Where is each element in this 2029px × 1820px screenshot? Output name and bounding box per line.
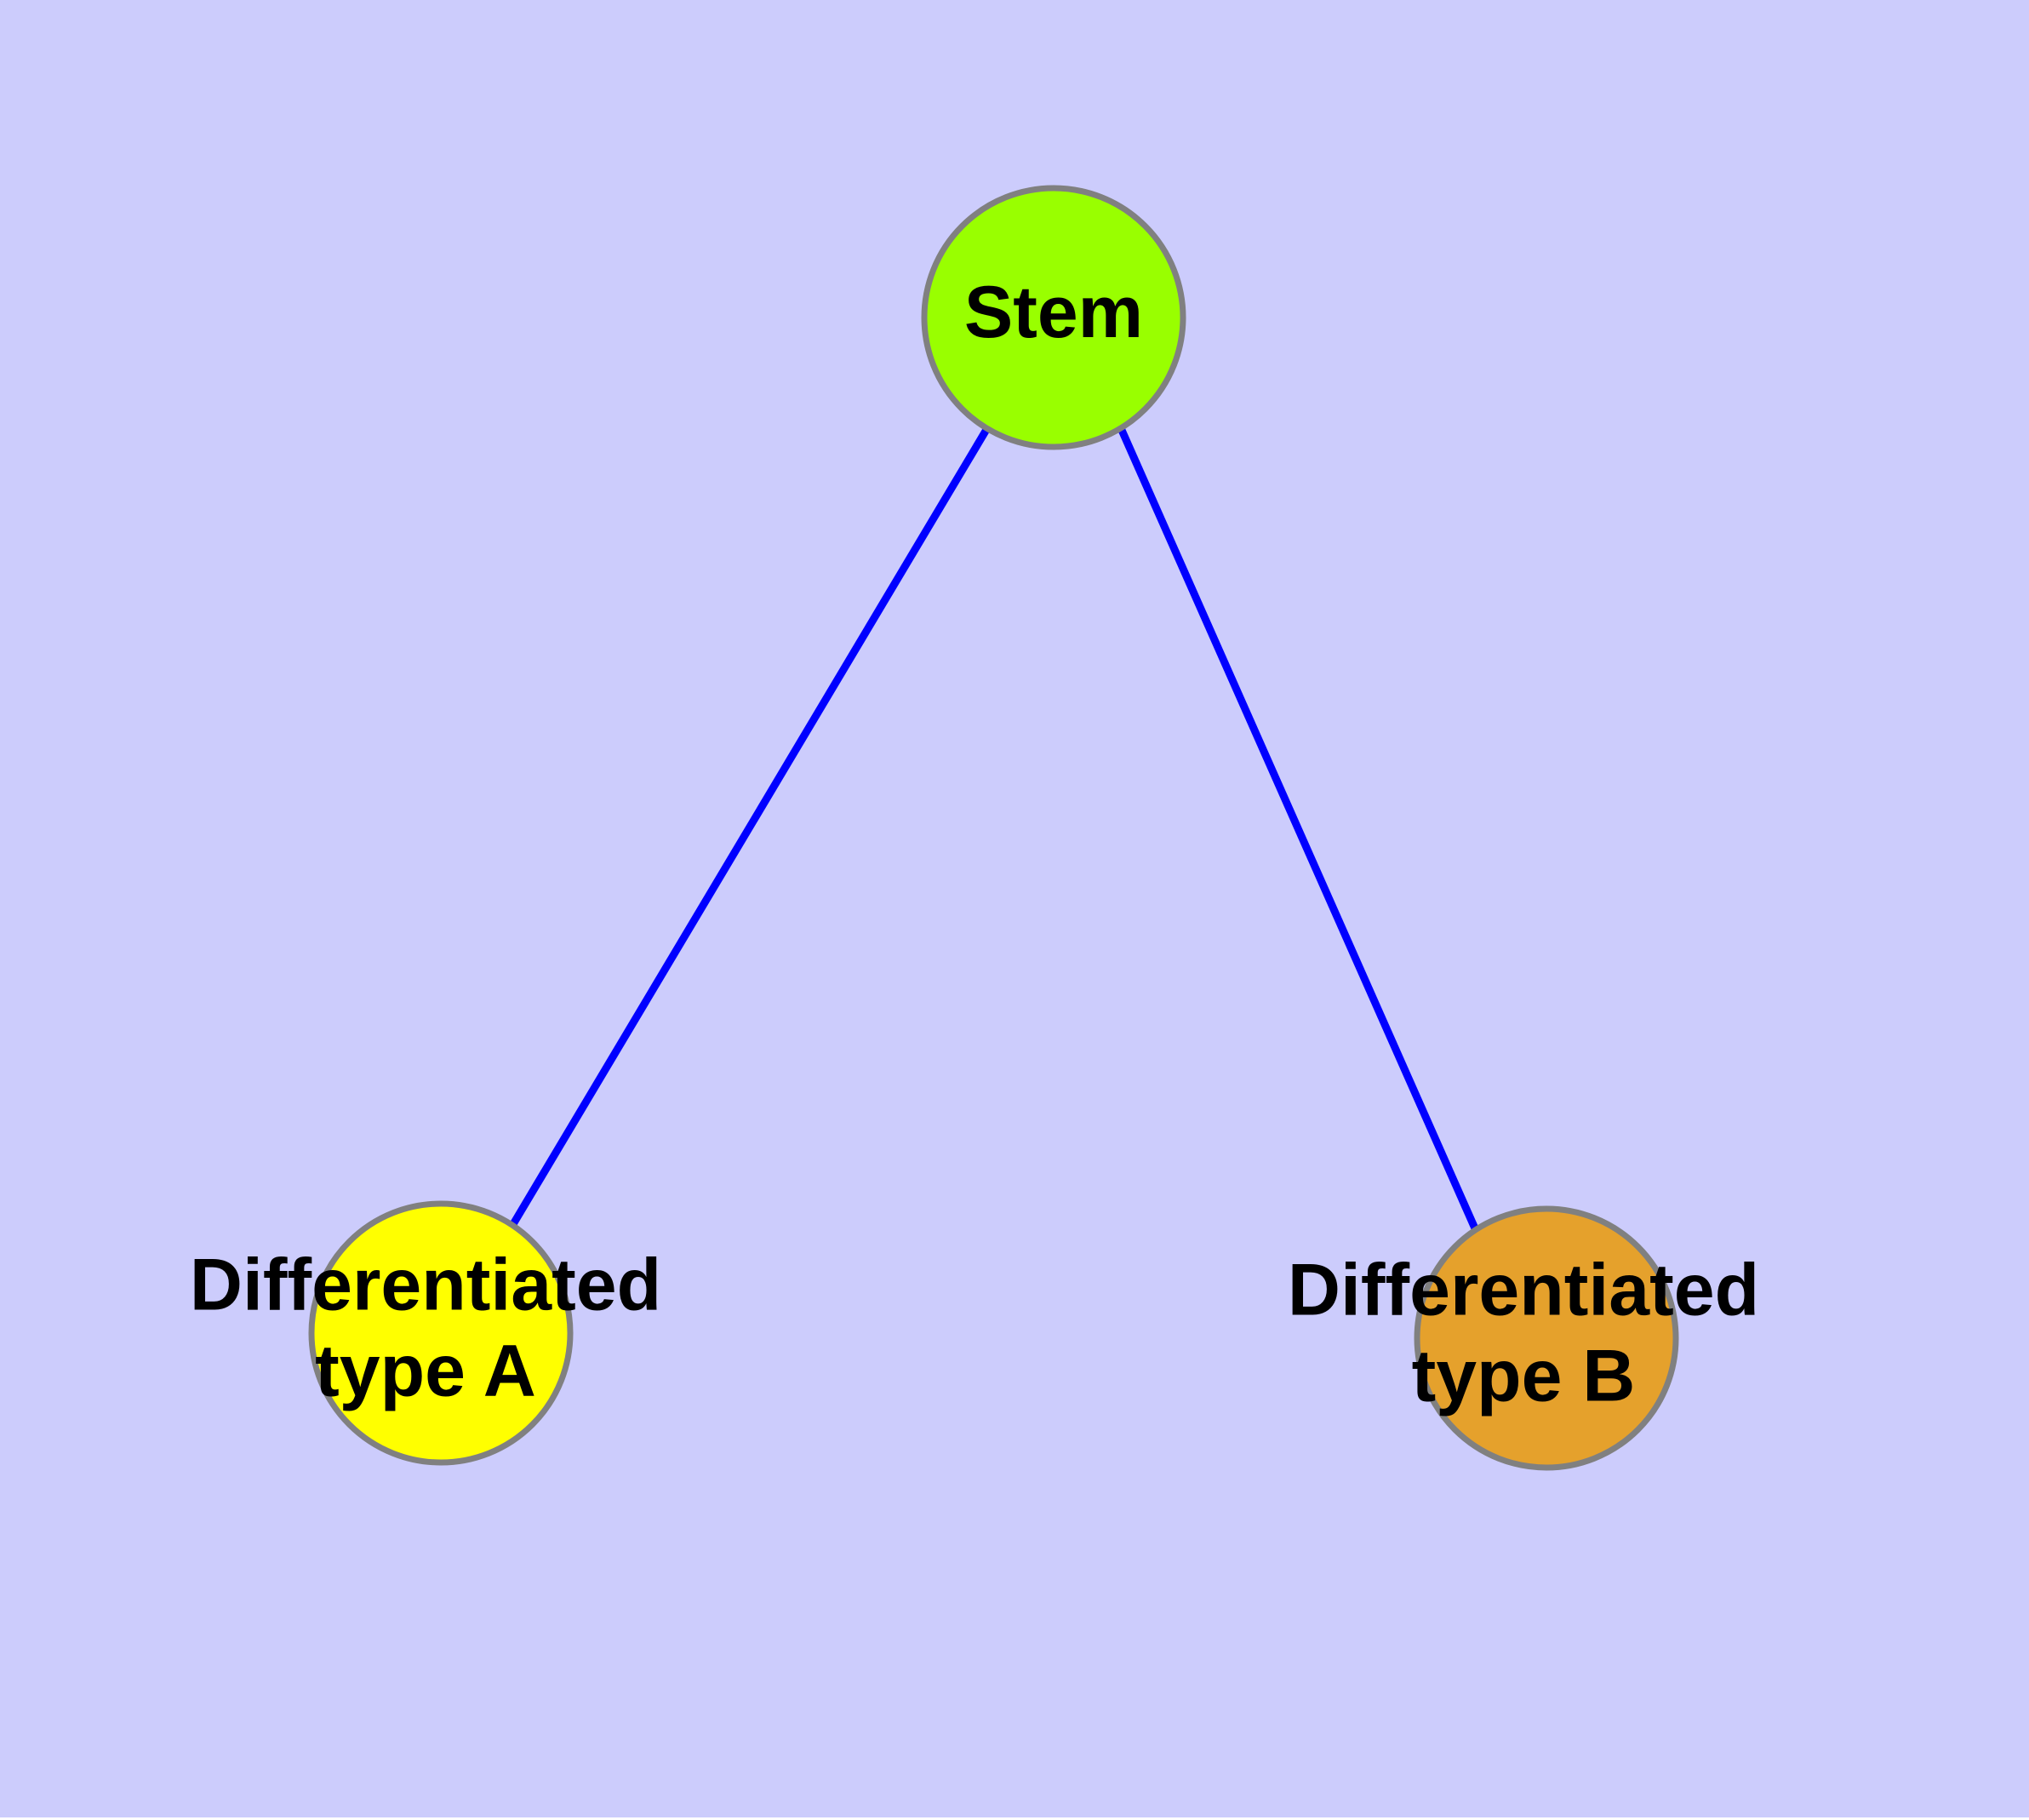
node-stem[interactable]: Stem (921, 185, 1186, 450)
node-label-line: type A (315, 1330, 536, 1411)
node-stem-circle[interactable] (921, 185, 1186, 450)
node-label-line: Differentiated (1288, 1249, 1759, 1331)
node-label-line: Differentiated (190, 1244, 661, 1325)
node-diff-b-circle[interactable] (1414, 1205, 1679, 1471)
bottom-edge-strip (0, 1817, 2029, 1820)
edge-stem-to-diff-a[interactable] (510, 426, 991, 1227)
node-label-line: Stem (964, 272, 1143, 353)
edge-layer (510, 426, 1479, 1230)
node-label-line: type B (1412, 1335, 1636, 1417)
node-stem-label: Stem (964, 272, 1143, 353)
node-diff-a-circle[interactable] (308, 1200, 574, 1466)
edge-stem-to-diff-b[interactable] (1117, 426, 1479, 1230)
